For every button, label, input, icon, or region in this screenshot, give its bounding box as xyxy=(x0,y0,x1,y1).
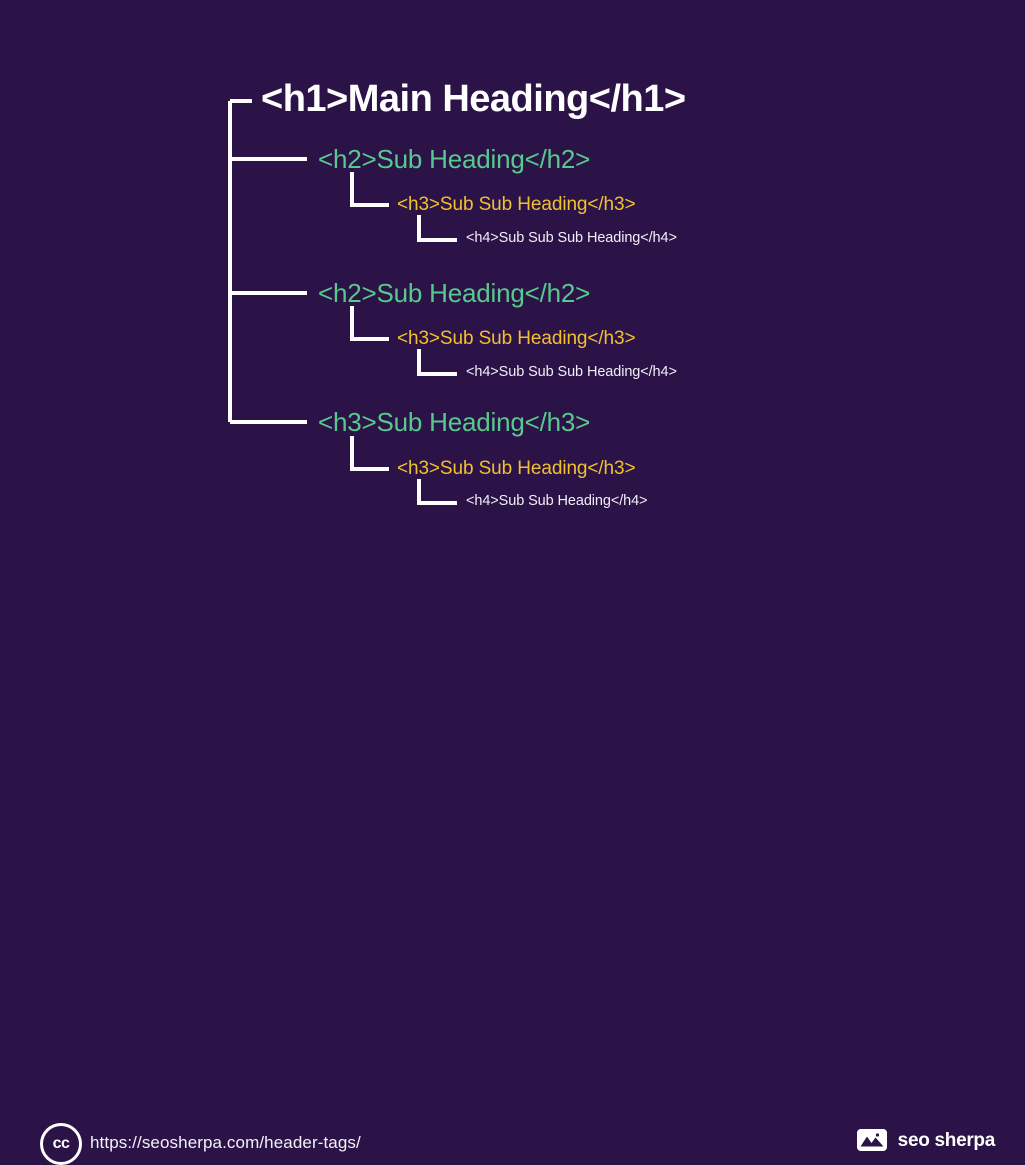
node-h4-sub-sub-sub-heading-2: <h4>Sub Sub Sub Heading</h4> xyxy=(466,364,677,380)
node-h4-sub-sub-sub-heading-1: <h4>Sub Sub Sub Heading</h4> xyxy=(466,230,677,246)
node-h3-sub-sub-heading-3: <h3>Sub Sub Heading</h3> xyxy=(397,458,636,479)
brand-name: seo sherpa xyxy=(897,1129,996,1151)
mountain-logo-icon xyxy=(856,1129,887,1151)
node-h3-sub-sub-heading-2: <h3>Sub Sub Heading</h3> xyxy=(397,328,636,349)
creative-commons-icon: cc xyxy=(40,1123,82,1165)
node-h3-sub-sub-heading-1: <h3>Sub Sub Heading</h3> xyxy=(397,194,636,215)
node-h2-sub-heading-2: <h2>Sub Heading</h2> xyxy=(318,278,591,308)
node-h2-sub-heading-1: <h2>Sub Heading</h2> xyxy=(318,144,591,174)
heading-hierarchy-tree: <h1>Main Heading</h1> <h2>Sub Heading</h… xyxy=(0,0,1025,545)
source-url[interactable]: https://seosherpa.com/header-tags/ xyxy=(90,1133,361,1152)
node-h4-sub-sub-heading-3: <h4>Sub Sub Heading</h4> xyxy=(466,493,648,509)
node-h1-main-heading: <h1>Main Heading</h1> xyxy=(261,78,686,120)
brand-lockup: seo sherpa xyxy=(856,1129,996,1151)
creative-commons-label: cc xyxy=(52,1135,70,1152)
footer-bar: cc https://seosherpa.com/header-tags/ se… xyxy=(0,545,1025,1165)
node-h2-sub-heading-3: <h3>Sub Heading</h3> xyxy=(318,407,591,437)
